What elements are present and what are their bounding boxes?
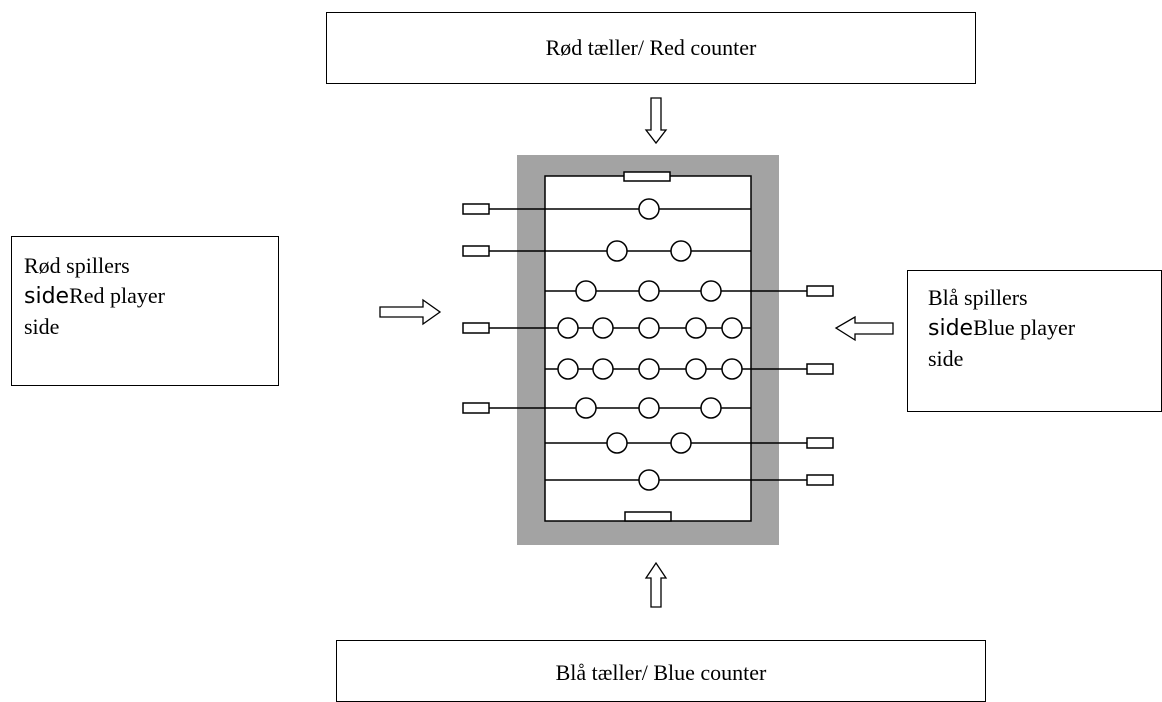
blue-player-side-box: Blå spillers sideBlue player side [907,270,1162,412]
player-figure [592,317,614,339]
player-figure [638,397,660,419]
rod-handle-1 [462,203,490,215]
red-side-english: Red player [69,283,165,308]
red-side-line2: sideRed player [24,281,266,312]
red-side-line1: Rød spillers [24,253,130,278]
red-side-line3: side [24,314,60,339]
blue-side-line2: sideBlue player [928,313,1149,344]
player-figure [606,432,628,454]
blue-side-line1: Blå spillers [928,285,1028,310]
blue-side-word: side [928,316,974,341]
player-figure [557,317,579,339]
rod-handle-6 [462,402,490,414]
player-figure [721,358,743,380]
player-figure [638,280,660,302]
player-figure [700,397,722,419]
red-side-word: side [24,284,70,309]
player-figure [685,358,707,380]
player-figure [592,358,614,380]
player-figure [638,469,660,491]
player-figure [700,280,722,302]
rod-handle-8 [806,474,834,486]
red-player-side-box: Rød spillers sideRed player side [11,236,279,386]
arrow-right-to-table [379,298,442,326]
blue-side-line3: side [928,346,964,371]
red-counter-label: Rød tæller/ Red counter [545,35,757,60]
player-figure [685,317,707,339]
arrow-up-to-table [644,561,668,608]
blue-counter-box: Blå tæller/ Blue counter [336,640,986,702]
player-figure [575,280,597,302]
player-figure [638,358,660,380]
rod-handle-7 [806,437,834,449]
player-figure [638,198,660,220]
player-figure [670,432,692,454]
playing-field [544,175,752,522]
player-figure [670,240,692,262]
rod-handle-2 [462,245,490,257]
player-figure [606,240,628,262]
rod-handle-5 [806,363,834,375]
player-figure [638,317,660,339]
player-figure [575,397,597,419]
player-figure [721,317,743,339]
goal-top [623,171,671,182]
rod-handle-3 [806,285,834,297]
arrow-left-to-table [834,315,894,342]
blue-counter-label: Blå tæller/ Blue counter [555,660,767,685]
player-figure [557,358,579,380]
blue-side-english: Blue player [973,315,1076,340]
rods [462,198,834,491]
red-counter-box: Rød tæller/ Red counter [326,12,976,84]
arrow-down-to-table [644,97,668,145]
rod-handle-4 [462,322,490,334]
goal-bottom [624,511,672,522]
